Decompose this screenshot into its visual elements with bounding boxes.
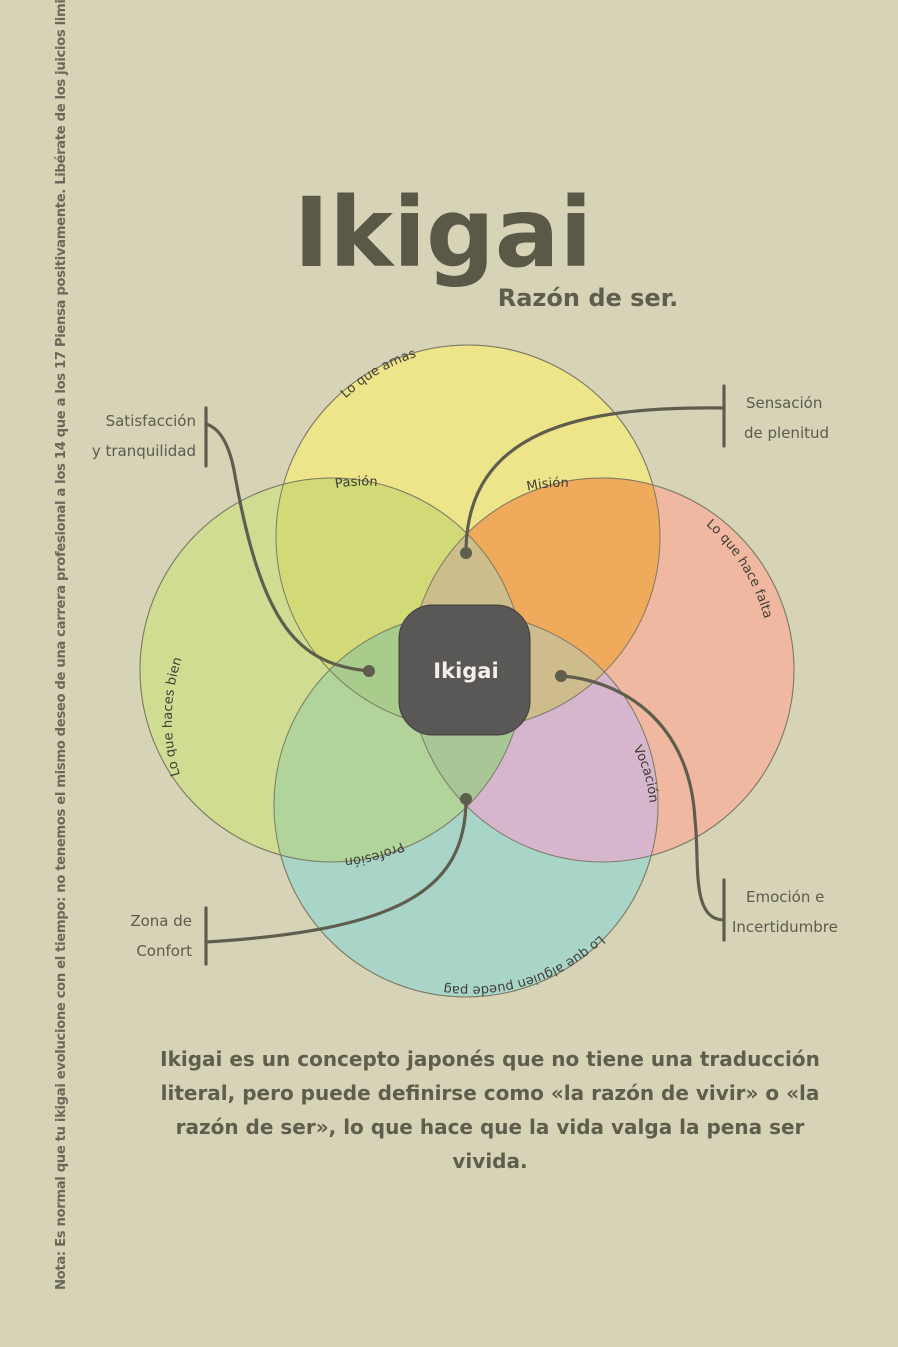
callout-top-left: Satisfacción y tranquilidad <box>91 412 196 460</box>
callout-top-right: Sensación de plenitud <box>744 394 830 442</box>
svg-text:Pasión: Pasión <box>334 474 378 492</box>
description: Ikigai es un concepto japonés que no tie… <box>160 1047 820 1173</box>
label-mission: Misión <box>525 476 569 495</box>
title: Ikigai <box>294 177 593 289</box>
dot-profession-zone <box>460 793 472 805</box>
connector-bottom-right <box>559 674 726 922</box>
dot-vocation-zone <box>555 670 567 682</box>
connector-top-right <box>464 406 726 555</box>
center-label: Ikigai <box>433 659 498 683</box>
label-passion: Pasión <box>334 474 378 492</box>
dot-mission-zone <box>460 547 472 559</box>
subtitle: Razón de ser. <box>498 284 678 312</box>
callout-bottom-right: Emoción e Incertidumbre <box>732 888 838 936</box>
dot-passion-zone <box>363 665 375 677</box>
callout-bottom-left: Zona de Confort <box>130 912 192 960</box>
connector-top-left <box>204 422 371 673</box>
svg-text:Misión: Misión <box>525 476 569 495</box>
center-ikigai <box>398 604 531 736</box>
connector-bottom-left <box>204 797 468 944</box>
